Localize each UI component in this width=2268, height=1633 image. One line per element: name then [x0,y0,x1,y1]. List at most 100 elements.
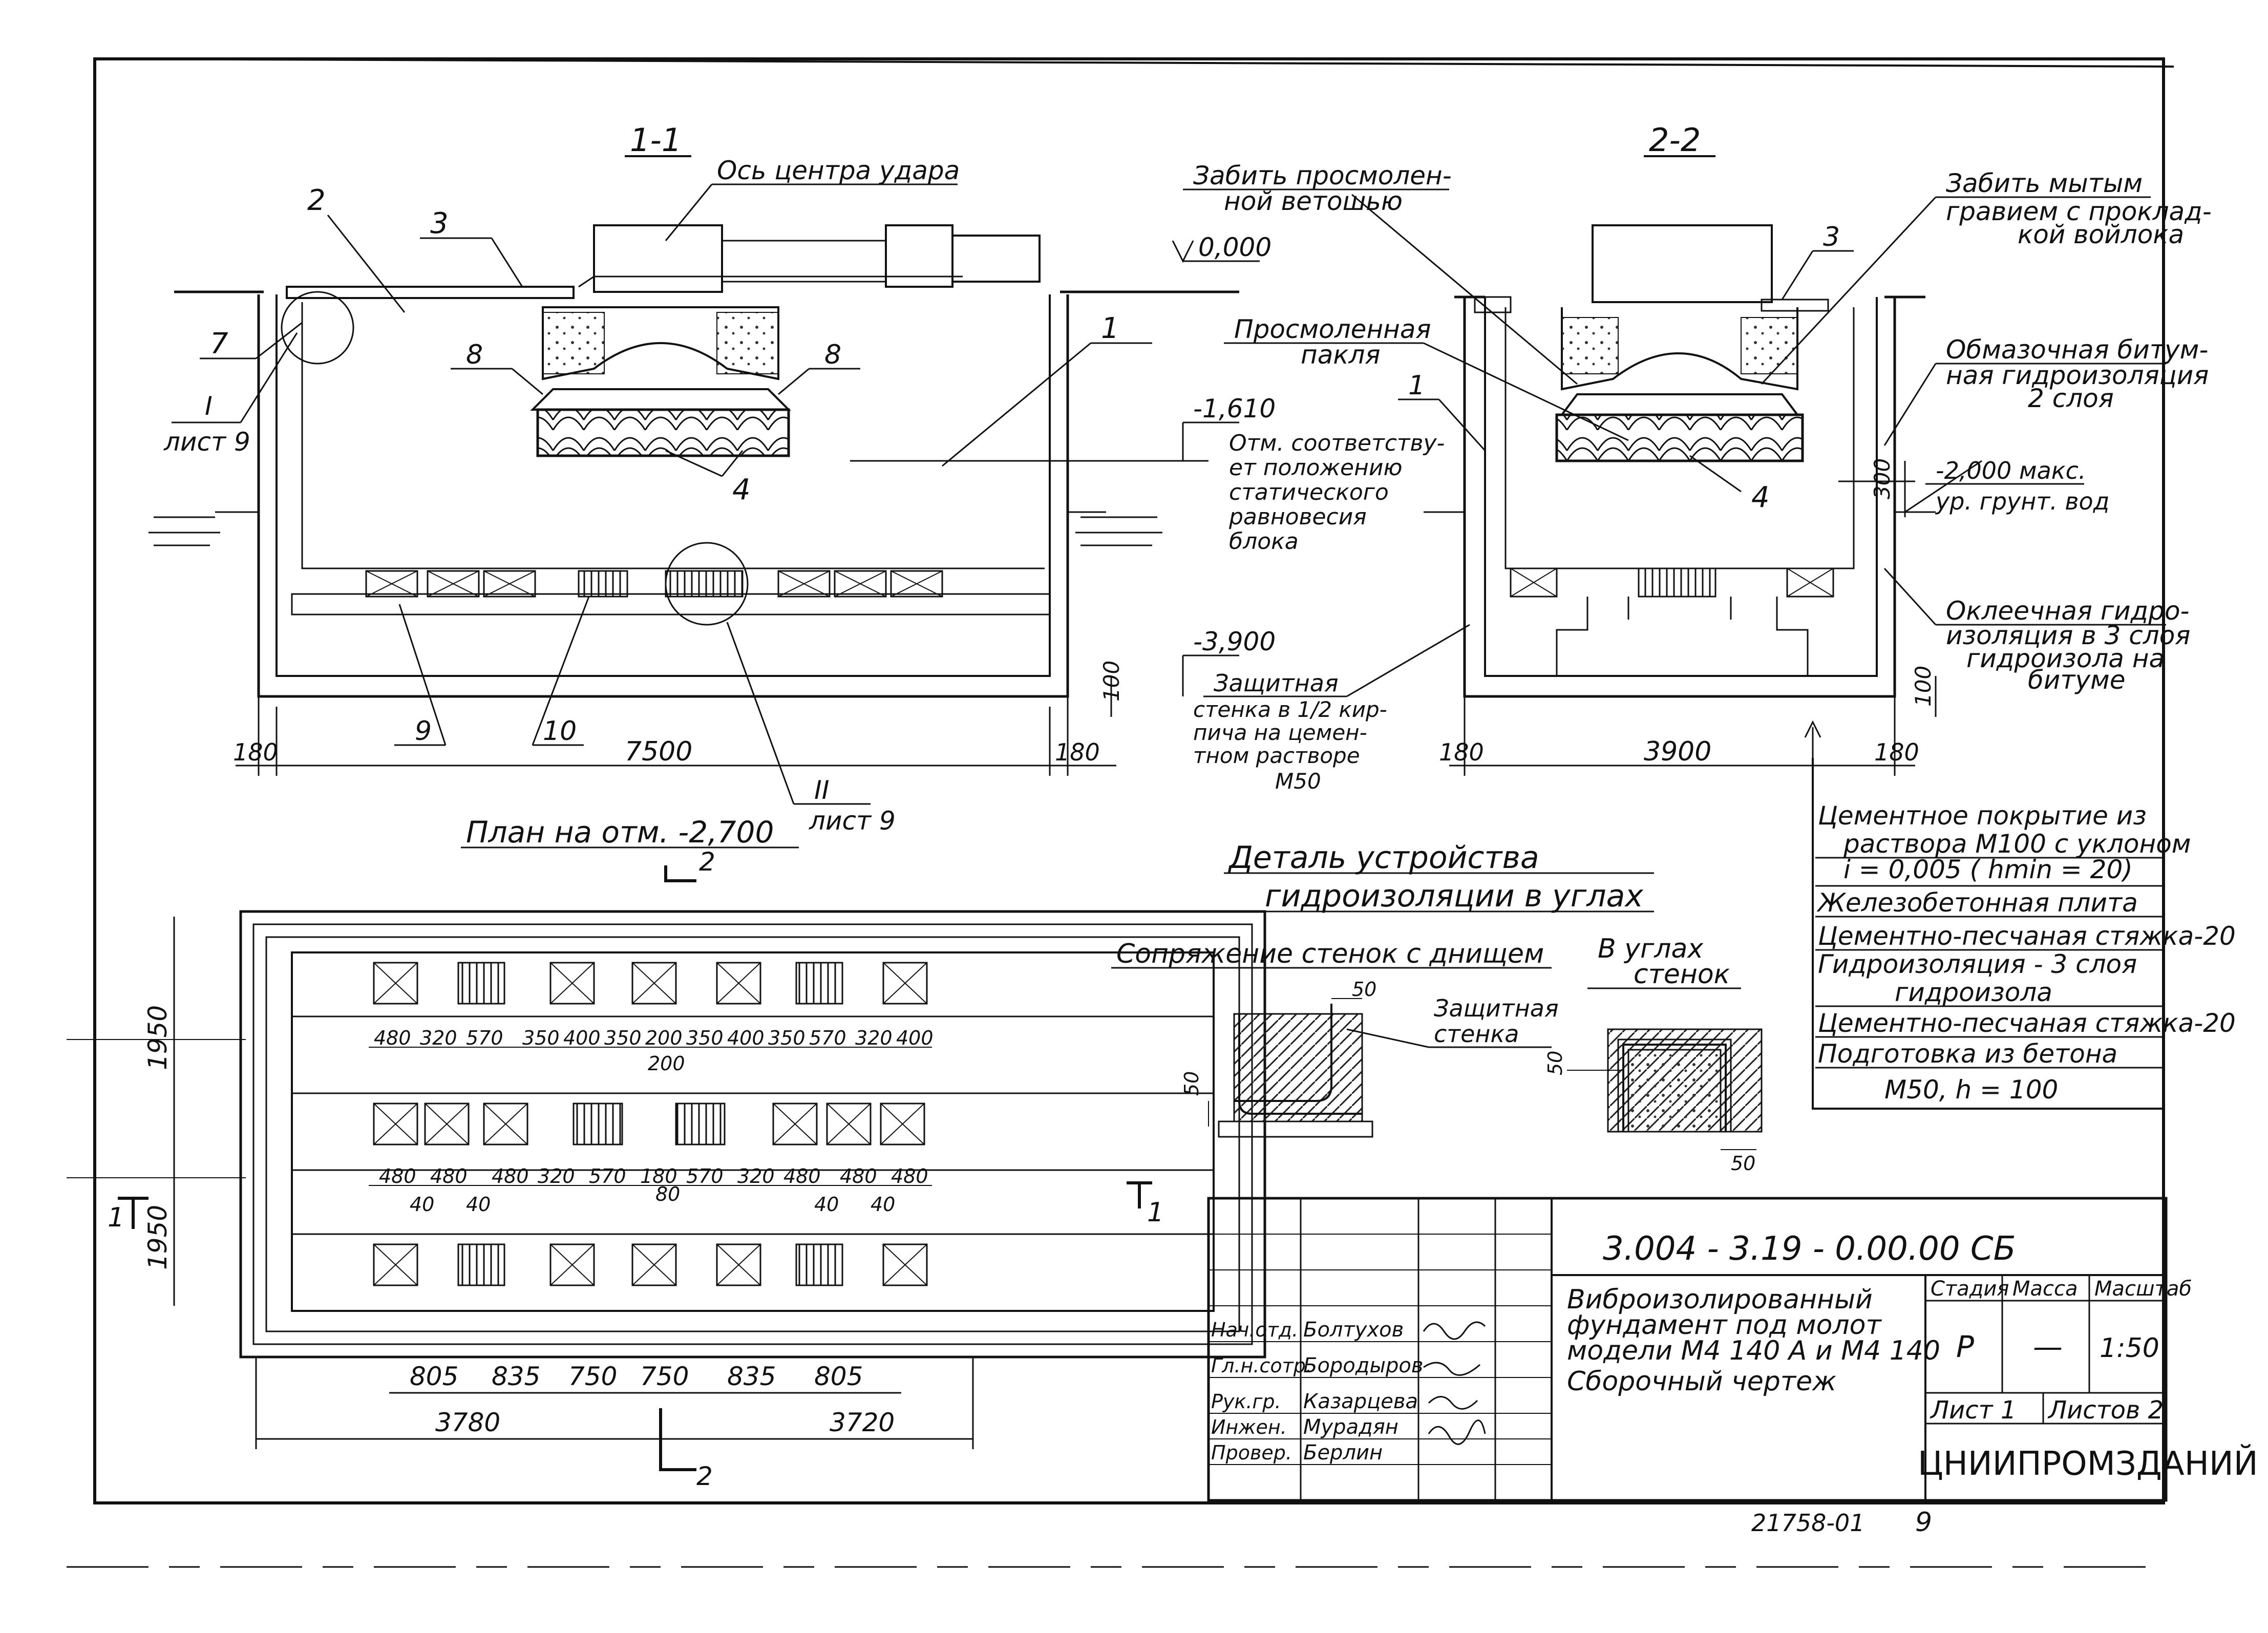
tb-sheet: Лист 1 [1930,1396,2016,1425]
note-tarred-rope-1: ной ветошью [1224,186,1403,216]
pit-outline-1 [257,294,1069,698]
protective-wall-4: М50 [1275,769,1321,794]
plan-mark-left: 1 [108,1202,124,1233]
r1-dim-5: 350 [604,1027,642,1049]
note-washed-gravel-0: Забить мытым [1946,168,2143,198]
spring-row-section-1 [365,570,943,598]
r2-dim-7: 320 [737,1165,775,1187]
note-washed-gravel-2: кой войлока [2018,220,2184,249]
dim-1950-bottom: 1950 [143,1205,173,1270]
plan-mark-bottom: 2 [696,1461,713,1491]
layer-2: i = 0,005 ( hmin = 20) [1843,855,2133,884]
r1-sub: 200 [648,1052,685,1075]
hammer-body [593,224,723,293]
section-1-1: 1-1 Ось центра удара [149,121,1239,836]
protective-wall-3: тном растворе [1193,743,1360,768]
dim-100-section-1: 100 [1099,661,1124,702]
r1-dim-4: 400 [563,1027,601,1049]
elev-1610-note-2: статического [1229,479,1389,505]
r1-dim-10: 570 [809,1027,846,1049]
r2-sub-4: 40 [871,1193,895,1216]
r1-dim-3: 350 [522,1027,560,1049]
ref-detail-II: II [814,775,830,805]
r1-dim-6: 200 [645,1027,683,1049]
tb-name-person-1: Бородыров [1303,1354,1423,1377]
ref-sheet-9b: лист 9 [809,806,896,836]
detail-protective-1: стенка [1434,1020,1519,1048]
tb-stage-label: Стадия [1931,1277,2009,1301]
dim-180-right-sec2: 180 [1874,738,1919,766]
r2-dim-8: 480 [783,1165,821,1187]
waterproofing-detail: Деталь устройства гидроизоляции в углах … [1111,840,1763,1175]
plan-mark-top: 2 [699,847,715,877]
plan-title: План на отм. -2,700 [466,815,774,850]
section-1-title: 1-1 [630,121,682,159]
r2-dim-0: 480 [379,1165,416,1187]
ref-detail-I: I [205,391,213,421]
note-tarred-tow-1: пакля [1301,340,1381,370]
bottom-dim-0: 805 [410,1362,458,1391]
elev-1610-note-0: Отм. соответству- [1229,430,1445,456]
bottom-dim-5: 805 [814,1362,863,1391]
elev-1610: -1,610 [1193,394,1276,423]
layer-8: Подготовка из бетона [1818,1039,2117,1069]
timber-pad-1 [536,408,790,457]
impact-axis-label: Ось центра удара [717,156,960,185]
elev-1610-note-4: блока [1229,528,1299,555]
plan-mark-right: 1 [1147,1197,1164,1228]
detail-dim-50c: 50 [1544,1051,1566,1075]
r2-dim-2: 480 [492,1165,529,1187]
r2-sub-2: 80 [655,1183,680,1205]
r2-dim-4: 570 [589,1165,626,1187]
tb-role-1: Гл.н.сотр. [1211,1354,1312,1377]
tb-stage-value: Р [1956,1329,1974,1364]
r1-dim-1: 320 [420,1027,457,1049]
tb-scale-label: Масштаб [2094,1277,2192,1301]
layer-9: М50, h = 100 [1884,1075,2058,1105]
layer-5: Гидроизоляция - 3 слоя [1818,949,2137,979]
note-tarred-tow-0: Просмоленная [1234,314,1431,344]
note-coating-0: Обмазочная битум- [1946,335,2208,365]
detail-sub-left: Сопряжение стенок с днищем [1116,939,1544,969]
tb-name-3: Сборочный чертеж [1567,1366,1836,1397]
detail-dim-50a: 50 [1352,978,1376,1001]
elev-0: 0,000 [1198,232,1271,262]
timber-pad-2 [1555,413,1804,462]
note-pasted-0: Оклеечная гидро- [1946,596,2190,626]
r2-dim-5: 180 [640,1165,677,1187]
pos-3: 3 [430,207,449,240]
detail-title-2: гидроизоляции в углах [1265,878,1643,914]
protective-wall-0: Защитная [1214,669,1339,697]
note-coating-1: ная гидроизоляция [1946,360,2209,390]
title-block: 3.004 - 3.19 - 0.00.00 СБ Виброизолирова… [1207,1197,2258,1502]
bottom-dim-2: 750 [568,1362,617,1391]
bottom-dim-3: 750 [640,1362,689,1391]
r2-sub-1: 40 [466,1193,491,1216]
layer-7: Цементно-песчаная стяжка-20 [1818,1008,2236,1038]
tb-name-person-0: Болтухов [1303,1318,1404,1342]
pos-4: 4 [732,473,751,506]
pos-3-sec2: 3 [1823,222,1840,252]
groundwater-1: ур. грунт. вод [1935,487,2109,515]
bottom-dim-4: 835 [727,1362,776,1391]
pos-8-right: 8 [824,340,841,370]
half-dim-0: 3780 [435,1408,500,1437]
elevation-marks: 0,000 -1,610 Отм. соответству- ет положе… [850,232,1470,794]
tb-role-4: Провер. [1211,1441,1292,1464]
layer-1: раствора М100 с уклоном [1843,829,2191,859]
elev-3900: -3,900 [1193,627,1276,656]
pos-4-sec2: 4 [1751,481,1770,514]
half-dim-1: 3720 [830,1408,895,1437]
r2-dim-10: 480 [891,1165,928,1187]
tb-role-3: Инжен. [1211,1416,1287,1438]
note-washed-gravel-1: гравием с проклад- [1946,197,2212,226]
footer-inventory: 21758-01 [1751,1509,1864,1537]
r1-dim-9: 350 [768,1027,806,1049]
r1-dim-12: 400 [896,1027,934,1049]
tb-name-2: модели М4 140 А и М4 140 [1567,1335,1940,1366]
tb-name-person-3: Мурадян [1303,1415,1398,1439]
detail-circle-II [665,542,749,626]
layer-3: Железобетонная плита [1816,888,2138,918]
plan-spring-row-2 [373,1102,925,1146]
ref-sheet-9a: лист 9 [163,427,250,457]
